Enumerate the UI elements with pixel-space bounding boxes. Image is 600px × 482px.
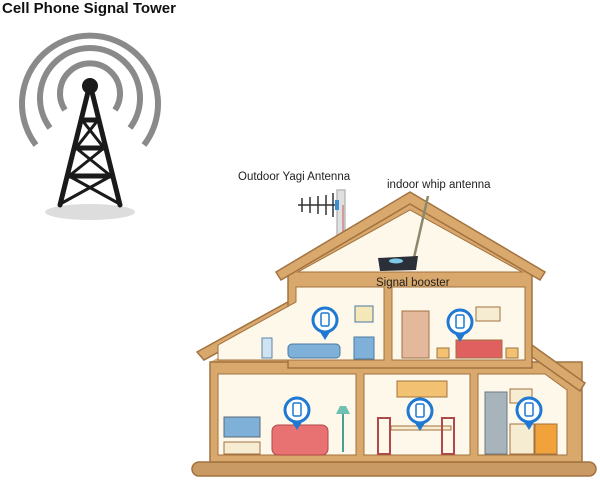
- outdoor-antenna-label: Outdoor Yagi Antenna: [238, 171, 351, 183]
- signal-rings-icon: [19, 32, 161, 147]
- booster-label: Signal booster: [376, 277, 450, 289]
- house-foundation: [191, 461, 597, 477]
- signal-pins: [283, 306, 543, 431]
- bathroom: [217, 286, 385, 361]
- phone-signal-pin-icon: [446, 308, 474, 342]
- tower-title: Cell Phone Signal Tower: [2, 0, 176, 17]
- signal-booster-icon: [378, 256, 418, 271]
- phone-signal-pin-icon: [283, 396, 311, 430]
- whip-antenna-icon: [411, 195, 430, 263]
- furniture: [223, 305, 558, 456]
- phone-signal-pin-icon: [515, 396, 543, 430]
- phone-signal-pin-icon: [311, 306, 339, 340]
- phone-signal-pin-icon: [406, 397, 434, 431]
- indoor-antenna-label: indoor whip antenna: [387, 179, 491, 191]
- tower-shadow: [45, 204, 135, 220]
- cell-tower: [19, 32, 161, 220]
- main-roof: [274, 191, 547, 282]
